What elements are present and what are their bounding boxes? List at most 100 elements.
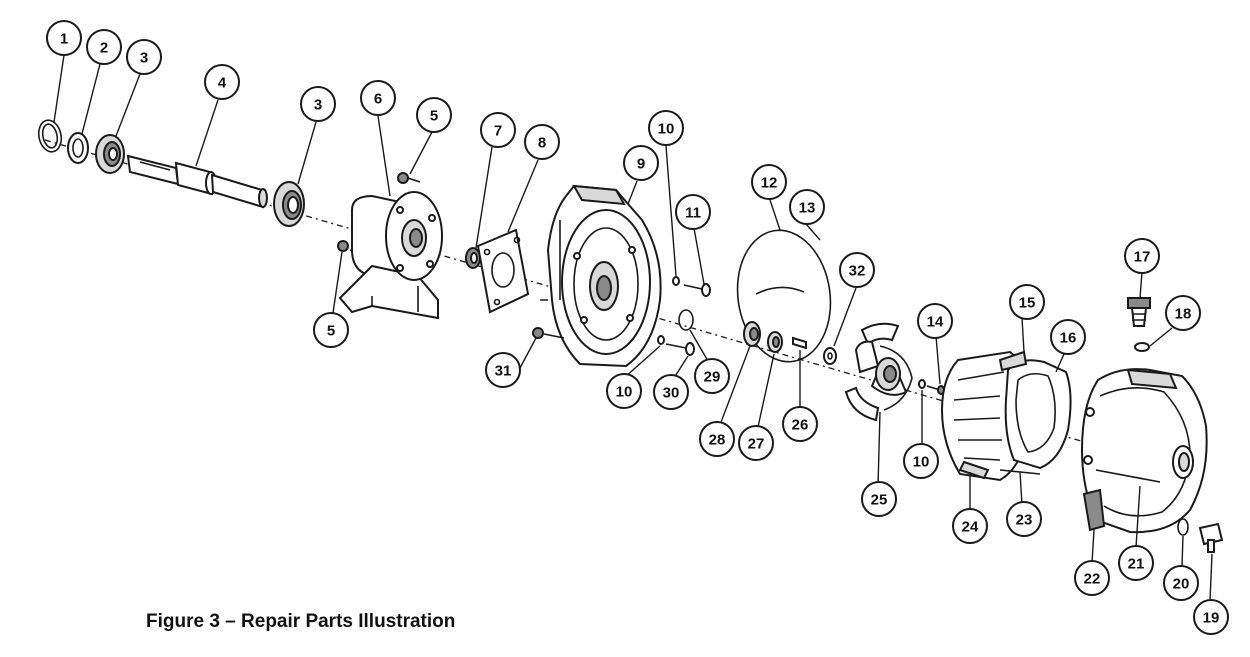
impeller <box>844 322 913 422</box>
callout-number: 11 <box>685 205 701 222</box>
callout-number: 19 <box>1203 610 1220 627</box>
callout-circle <box>952 508 988 544</box>
callout-circle <box>623 145 659 181</box>
callout-c8: 8 <box>524 124 560 160</box>
casing-gasket <box>736 229 832 363</box>
callout-c5b: 5 <box>313 312 349 348</box>
callout-circle <box>861 481 897 517</box>
figure-caption: Figure 3 – Repair Parts Illustration <box>146 611 456 632</box>
callout-circle <box>480 112 516 148</box>
callout-circle <box>1009 284 1045 320</box>
callout-number: 21 <box>1128 556 1145 573</box>
bolt-upper <box>672 276 711 297</box>
leader-lines <box>53 54 1213 602</box>
callout-number: 22 <box>1084 571 1101 588</box>
callout-number: 10 <box>616 384 633 401</box>
drain-plug-bottom <box>1198 522 1224 553</box>
callout-number: 25 <box>871 492 888 509</box>
callout-circle <box>313 312 349 348</box>
callout-number: 26 <box>792 417 809 434</box>
callout-circle <box>694 358 730 394</box>
pump-housing <box>540 184 662 368</box>
callout-number: 15 <box>1019 295 1036 312</box>
callout-c23: 23 <box>1006 501 1042 537</box>
callout-number: 12 <box>761 175 778 192</box>
callout-number: 30 <box>663 385 680 402</box>
callout-c4: 4 <box>204 64 240 100</box>
callout-circle <box>606 373 642 409</box>
callout-number: 23 <box>1016 512 1033 529</box>
mechanical-seal <box>743 321 761 347</box>
callout-number: 20 <box>1173 576 1190 593</box>
callout-number: 9 <box>637 156 645 173</box>
callout-circle <box>1124 238 1160 274</box>
callout-circle <box>1193 599 1229 635</box>
shaft <box>126 154 268 209</box>
callout-circle <box>204 64 240 100</box>
callout-c3a: 3 <box>126 39 162 75</box>
callout-number: 31 <box>495 363 512 380</box>
callout-circle <box>648 110 684 146</box>
callout-circle <box>360 80 396 116</box>
callout-c19: 19 <box>1193 599 1229 635</box>
callout-c10a: 10 <box>648 110 684 146</box>
callout-circle <box>675 194 711 230</box>
bolt-14 <box>918 379 945 395</box>
callout-number: 5 <box>430 108 438 125</box>
callout-circle <box>1165 295 1201 331</box>
callout-number: 1 <box>60 31 68 48</box>
drain-o-ring <box>1177 518 1189 536</box>
callout-number: 16 <box>1060 330 1077 347</box>
callout-circle <box>46 20 82 56</box>
callout-c13: 13 <box>789 189 825 225</box>
impeller-key <box>792 336 807 350</box>
callout-number: 18 <box>1175 306 1192 323</box>
callout-number: 24 <box>962 519 979 536</box>
callout-circle <box>839 252 875 288</box>
callout-number: 3 <box>314 97 322 114</box>
callout-c26: 26 <box>782 406 818 442</box>
callout-c27: 27 <box>738 425 774 461</box>
washer <box>67 132 89 164</box>
gasket <box>476 228 530 314</box>
callout-number: 5 <box>327 323 335 340</box>
callout-number: 14 <box>927 314 944 331</box>
callout-circle <box>1050 319 1086 355</box>
callout-number: 28 <box>709 432 726 449</box>
callout-c14: 14 <box>917 303 953 339</box>
callout-number: 13 <box>799 200 816 217</box>
plug-o-ring <box>1134 342 1150 352</box>
callout-c29: 29 <box>694 358 730 394</box>
callout-circle <box>126 39 162 75</box>
drain-plug-top <box>1127 297 1151 327</box>
bearing-housing <box>338 191 443 320</box>
callout-circle <box>751 164 787 200</box>
callout-number: 27 <box>748 436 765 453</box>
impeller-washer <box>823 347 837 365</box>
callout-number: 7 <box>494 123 502 140</box>
retaining-ring <box>37 119 63 153</box>
bolt-lower <box>657 335 695 356</box>
callout-circle <box>86 29 122 65</box>
callout-number: 4 <box>218 75 227 92</box>
callout-circle <box>1006 501 1042 537</box>
callout-circle <box>524 124 560 160</box>
callout-c3b: 3 <box>300 86 336 122</box>
callout-c28: 28 <box>699 421 735 457</box>
o-ring-small <box>678 309 694 331</box>
callout-circle <box>699 421 735 457</box>
callout-c6: 6 <box>360 80 396 116</box>
callout-c18: 18 <box>1165 295 1201 331</box>
callout-c30: 30 <box>653 374 689 410</box>
callout-c10c: 10 <box>903 443 939 479</box>
callout-circle <box>1118 545 1154 581</box>
callout-c12: 12 <box>751 164 787 200</box>
callout-number: 10 <box>913 454 930 471</box>
callout-number: 32 <box>849 263 866 280</box>
seal-seat <box>767 331 783 353</box>
callout-c9: 9 <box>623 145 659 181</box>
pump-casing <box>1080 368 1208 534</box>
callout-c20: 20 <box>1163 565 1199 601</box>
